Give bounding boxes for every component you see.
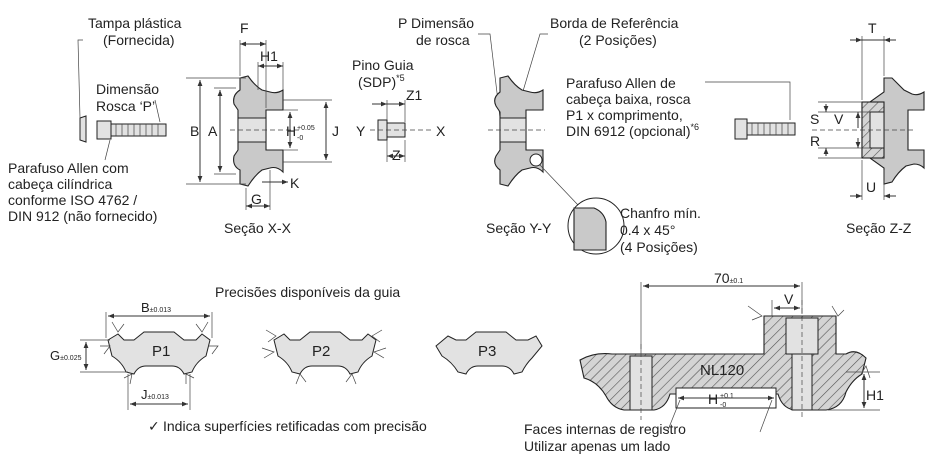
dim-h-tol-zero: -0: [297, 135, 303, 142]
label-chanfro-3: (4 Posições): [620, 239, 698, 255]
label-borda-2: (2 Posições): [579, 32, 657, 48]
dim-t: T: [868, 20, 877, 36]
dim-b: B: [190, 123, 199, 139]
dim-70: 70±0.1: [714, 270, 743, 286]
label-tampa: Tampa plástica: [88, 15, 182, 31]
profile-p1: [107, 331, 211, 375]
label-p-dim-1: P Dimensão: [398, 15, 474, 31]
section-z-z-group: [705, 36, 925, 200]
profile-label-p3: P3: [478, 343, 496, 360]
dim-hb: H: [708, 391, 718, 407]
label-dimensao: Dimensão: [96, 81, 159, 97]
labels-group: Tampa plástica (Fornecida) Dimensão Rosc…: [8, 15, 912, 454]
plastic-cap: [79, 115, 87, 143]
dim-h: H: [286, 123, 296, 139]
profile-label-p2: P2: [312, 343, 330, 360]
dim-h-tol-plus: +0.05: [297, 125, 315, 132]
profile-label-nl120: NL120: [700, 362, 744, 379]
dim-g: G: [251, 191, 262, 207]
profile-label-p1: P1: [152, 343, 170, 360]
dim-hb-tol-zero: -0: [720, 402, 726, 409]
label-allen-2: cabeça baixa, rosca: [566, 91, 691, 107]
label-chanfro-2: 0.4 x 45°: [620, 222, 675, 238]
dim-f: F: [240, 20, 249, 36]
dim-hb-tol-plus: +0.1: [720, 393, 734, 400]
dim-z: Z: [392, 147, 401, 163]
label-pino-2: (SDP): [358, 74, 396, 90]
dim-h1b: H1: [866, 387, 884, 403]
guide-pin-group: [370, 100, 432, 162]
label-secao-xx: Seção X-X: [224, 220, 292, 236]
dim-j: J: [332, 123, 339, 139]
profile-p1-group: [80, 312, 219, 410]
label-allen-sup: *6: [691, 122, 700, 132]
profile-p3: [435, 331, 543, 375]
dim-y: Y: [356, 123, 366, 139]
cap-screw-head: [96, 120, 112, 140]
label-parafuso-3: conforme ISO 4762 /: [8, 192, 137, 208]
nl120-section-group: [579, 282, 880, 433]
check-icon: ✓: [148, 418, 160, 434]
label-allen-1: Parafuso Allen de: [566, 75, 676, 91]
label-secao-yy: Seção Y-Y: [486, 220, 552, 236]
label-borda-1: Borda de Referência: [550, 15, 679, 31]
label-fornecida: (Fornecida): [103, 32, 175, 48]
label-precisoes: Precisões disponíveis da guia: [215, 284, 400, 300]
section-y-y-group: [478, 33, 625, 255]
dim-v: V: [834, 111, 844, 127]
label-parafuso-1: Parafuso Allen com: [8, 160, 129, 176]
label-pino-1: Pino Guia: [352, 57, 414, 73]
label-parafuso-4: DIN 912 (não fornecido): [8, 208, 157, 224]
dim-j-tol: J±0.013: [141, 387, 169, 402]
section-x-x-group: [77, 39, 332, 210]
dim-k: K: [290, 175, 300, 191]
dim-b-tol: B±0.013: [141, 300, 171, 315]
label-rosca-p: Rosca ‘P’: [96, 98, 155, 114]
dim-r: R: [810, 133, 820, 149]
profile-p3-group: [435, 331, 543, 375]
dim-a: A: [208, 123, 218, 139]
low-head-screw-head: [734, 118, 748, 140]
svg-text:(SDP)*5: (SDP)*5: [358, 73, 405, 90]
detail-circle-small: [529, 153, 543, 167]
dim-z1: Z1: [406, 87, 423, 103]
dim-g-tol: G±0.025: [50, 348, 82, 363]
dim-s: S: [810, 111, 819, 127]
dim-v2: V: [784, 291, 794, 307]
profile-p2-group: [261, 329, 387, 385]
label-pino-sup: *5: [396, 73, 405, 83]
label-chanfro-1: Chanfro mín.: [620, 205, 701, 221]
label-indica: Indica superfícies retificadas com preci…: [163, 418, 427, 434]
dim-h1: H1: [260, 48, 278, 64]
dim-x: X: [436, 123, 446, 139]
label-allen-3: P1 x comprimento,: [566, 107, 683, 123]
dim-u: U: [866, 179, 876, 195]
label-faces-1: Faces internas de registro: [524, 421, 686, 437]
profile-p2: [273, 331, 377, 375]
label-faces-2: Utilizar apenas um lado: [524, 438, 671, 454]
label-parafuso-2: cabeça cilíndrica: [8, 176, 112, 192]
label-allen-4: DIN 6912 (opcional): [566, 123, 691, 139]
svg-text:DIN 6912 (opcional)*6: DIN 6912 (opcional)*6: [566, 122, 699, 139]
label-secao-zz: Seção Z-Z: [846, 220, 912, 236]
low-head-screw-thread: [746, 122, 796, 136]
label-p-dim-2: de rosca: [416, 32, 470, 48]
